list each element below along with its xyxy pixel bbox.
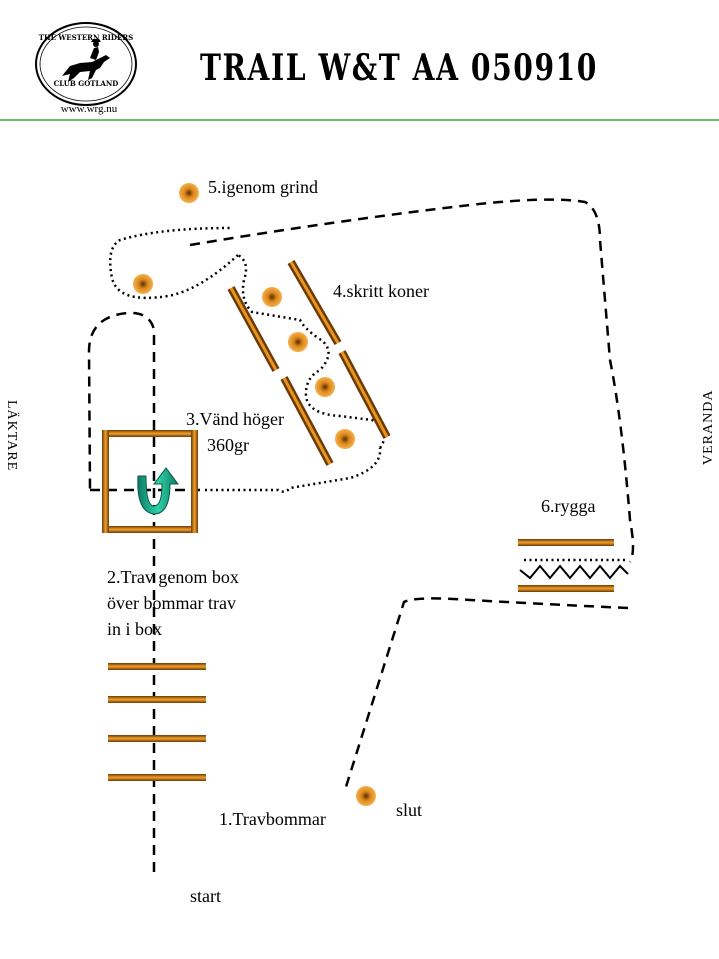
side-label-right: VERANDA [701, 390, 716, 465]
cone-icon [133, 274, 153, 294]
label-box-1: 2.Trav genom box [107, 567, 239, 587]
label-turn-2: 360gr [207, 435, 249, 455]
label-start: start [190, 886, 221, 906]
finish-marker-icon [356, 786, 376, 806]
label-cones: 4.skritt koner [333, 281, 429, 301]
label-finish: slut [396, 800, 422, 820]
pole [108, 663, 206, 670]
cone-corridor-poles [227, 259, 391, 466]
logo-text-top: THE WESTERN RIDERS [39, 33, 133, 42]
trot-poles [108, 663, 206, 781]
backup-poles [518, 539, 614, 592]
turn-right-arrow-icon [137, 467, 179, 515]
pole [108, 696, 206, 703]
label-backup: 6.rygga [541, 496, 595, 516]
logo-text-bottom: CLUB GOTLAND [54, 79, 119, 88]
cones [133, 183, 376, 806]
pole [108, 774, 206, 781]
cone-icon [262, 287, 282, 307]
side-label-left: LÄKTARE [4, 400, 21, 471]
gate-marker-icon [179, 183, 199, 203]
pole [108, 735, 206, 742]
backup-zigzag [519, 564, 629, 580]
website-link[interactable]: www.wrg.nu [61, 103, 118, 115]
label-trot-poles: 1.Travbommar [219, 809, 326, 829]
cone-icon [288, 332, 308, 352]
route-dotted [109, 226, 628, 562]
logo: THE WESTERN RIDERS CLUB GOTLAND [35, 22, 137, 106]
cone-icon [335, 429, 355, 449]
page-title: TRAIL W&T AA 050910 [200, 47, 598, 89]
label-turn-1: 3.Vänd höger [186, 409, 284, 429]
label-box-2: över bommar trav [107, 593, 236, 613]
horse-rider-icon [62, 39, 110, 82]
label-box-3: in i box [107, 619, 162, 639]
cone-icon [315, 377, 335, 397]
label-gate: 5.igenom grind [208, 177, 318, 197]
box-obstacle [102, 430, 198, 533]
